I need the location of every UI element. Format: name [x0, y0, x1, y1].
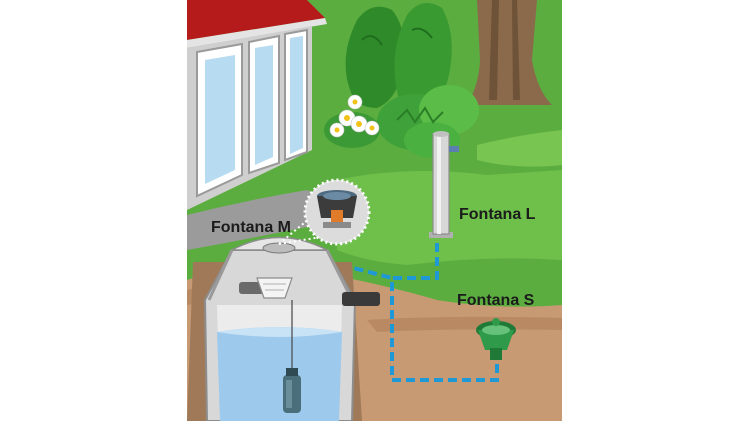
fontana-s-label: Fontana S [457, 292, 535, 309]
flower-icon [324, 94, 380, 148]
ground-hydrant-icon [476, 318, 516, 360]
fontana-l-label: Fontana L [459, 206, 536, 223]
house-icon [187, 0, 327, 210]
garden-illustration: Fontana M Fontana L Fontana S [187, 0, 562, 421]
garden-column-tap-icon [429, 131, 459, 238]
magnify-detail-icon [278, 178, 371, 246]
garden-diagram-svg: Fontana M Fontana L Fontana S [187, 0, 562, 421]
submersible-pump-icon [283, 300, 301, 413]
fontana-m-label: Fontana M [211, 219, 291, 236]
grass-highlight-2 [477, 130, 562, 167]
leafy-bush-icon [377, 85, 479, 158]
tree-icon [467, 0, 552, 105]
water-tank-icon [187, 236, 380, 421]
bush-icon [345, 2, 452, 111]
